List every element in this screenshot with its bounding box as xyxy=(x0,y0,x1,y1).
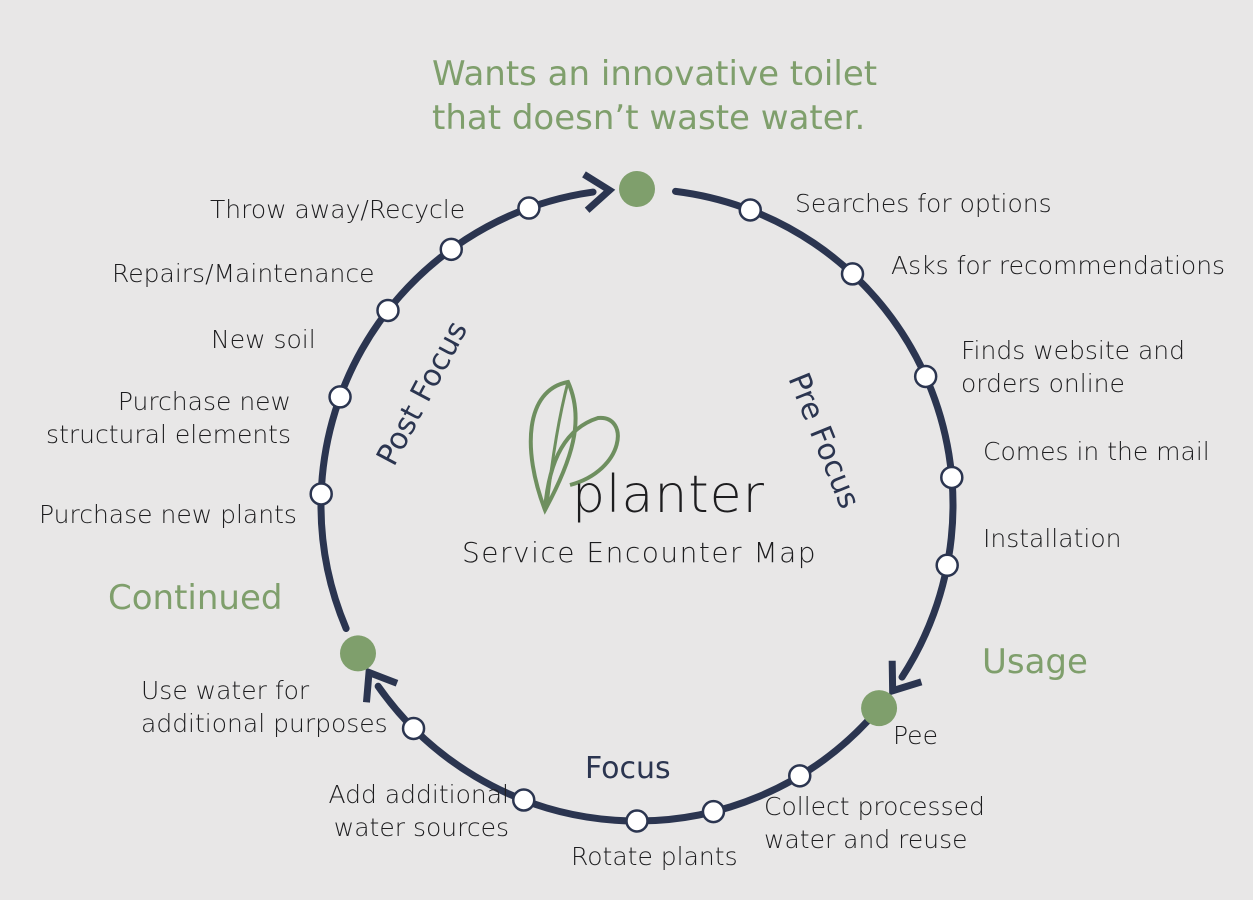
stage-usage: Usage xyxy=(982,642,1088,682)
step-node-1 xyxy=(738,198,762,222)
stage-node-goal xyxy=(619,171,655,207)
step-node-3 xyxy=(913,364,938,389)
step-label-9: Add additional water sources xyxy=(328,780,509,842)
step-node-15 xyxy=(517,196,541,220)
step-label-15: Throw away/Recycle xyxy=(210,195,466,224)
step-node-2 xyxy=(840,262,865,286)
arrow-to-usage-icon xyxy=(888,660,923,696)
step-label-12: Purchase new structural elements xyxy=(46,387,291,449)
stage-node-continued xyxy=(339,635,376,672)
step-node-10 xyxy=(401,716,426,741)
step-node-6 xyxy=(788,764,812,788)
step-label-1: Searches for options xyxy=(795,189,1052,218)
cycle-nodes xyxy=(309,171,964,833)
planter-logo-icon xyxy=(528,379,620,515)
step-node-14 xyxy=(439,237,464,262)
brand-name: planter xyxy=(572,465,766,525)
arrow-to-continued-icon xyxy=(362,667,399,703)
brand-subtitle: Service Encounter Map xyxy=(462,536,818,569)
phase-focus: Focus xyxy=(585,751,671,786)
step-label-4: Comes in the mail xyxy=(983,437,1210,466)
arrow-to-goal-icon xyxy=(582,171,616,213)
stage-continued: Continued xyxy=(108,578,283,618)
step-label-6: Pee xyxy=(893,721,938,750)
step-label-8: Rotate plants xyxy=(571,842,738,871)
step-label-13: New soil xyxy=(211,325,316,354)
step-node-13 xyxy=(376,298,400,323)
step-node-12 xyxy=(328,385,352,409)
step-label-5: Installation xyxy=(983,524,1122,553)
step-label-10: Use water for additional purposes xyxy=(141,676,388,738)
step-node-5 xyxy=(935,553,959,578)
step-label-2: Asks for recommendations xyxy=(891,251,1226,280)
step-node-7 xyxy=(701,799,726,824)
stage-node-usage xyxy=(861,690,898,727)
step-node-8 xyxy=(625,809,649,833)
headline-goal: Wants an innovative toilet that doesn’t … xyxy=(432,54,878,138)
step-label-3: Finds website and orders online xyxy=(961,336,1186,398)
step-node-11 xyxy=(309,482,333,506)
step-node-9 xyxy=(512,788,536,812)
post-focus-arc xyxy=(317,188,597,632)
step-node-4 xyxy=(940,465,964,490)
step-label-7: Collect processed water and reuse xyxy=(764,792,985,854)
step-label-14: Repairs/Maintenance xyxy=(112,259,375,288)
step-label-11: Purchase new plants xyxy=(39,500,297,529)
